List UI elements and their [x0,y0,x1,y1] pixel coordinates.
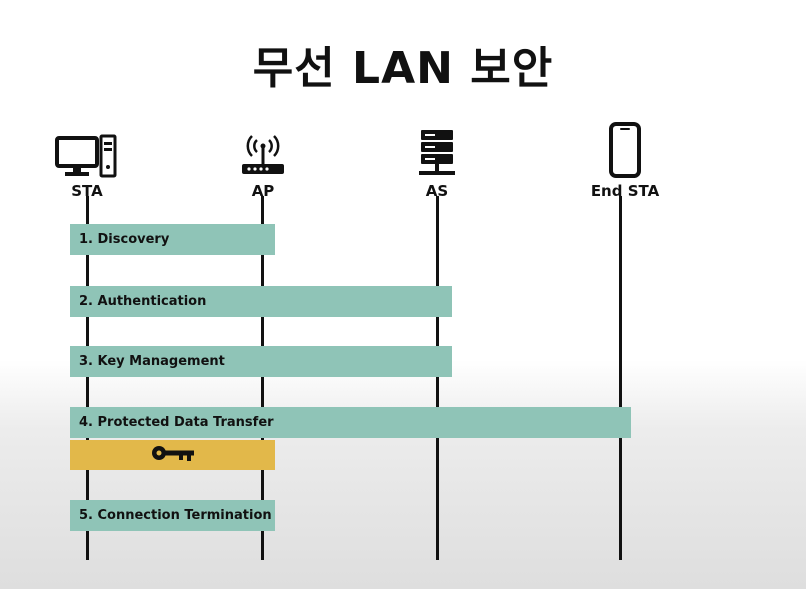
lifeline-ap [261,196,264,560]
key-icon [150,443,196,467]
phase-discovery: 1. Discovery [70,224,275,255]
entity-sta: STA [27,122,147,200]
server-rack-icon [377,122,497,178]
lifeline-as [436,196,439,560]
entity-end-sta: End STA [565,122,685,200]
entity-as: AS [377,122,497,200]
smartphone-icon [565,122,685,178]
phase-authentication: 2. Authentication [70,286,452,317]
phase-protected-data-transfer: 4. Protected Data Transfer [70,407,631,438]
lifeline-sta [86,196,89,560]
entity-label-ap: AP [251,182,275,200]
wireless-router-icon [203,122,323,178]
phase-connection-termination: 5. Connection Termination [70,500,275,531]
encryption-key-bar [70,440,275,470]
entity-label-end-sta: End STA [590,182,660,200]
entity-ap: AP [203,122,323,200]
lifeline-end-sta [619,196,622,560]
diagram-title: 무선 LAN 보안 [252,43,554,94]
phase-key-management: 3. Key Management [70,346,452,377]
entity-label-sta: STA [71,182,103,200]
entity-label-as: AS [425,182,449,200]
desktop-computer-icon [27,122,147,178]
